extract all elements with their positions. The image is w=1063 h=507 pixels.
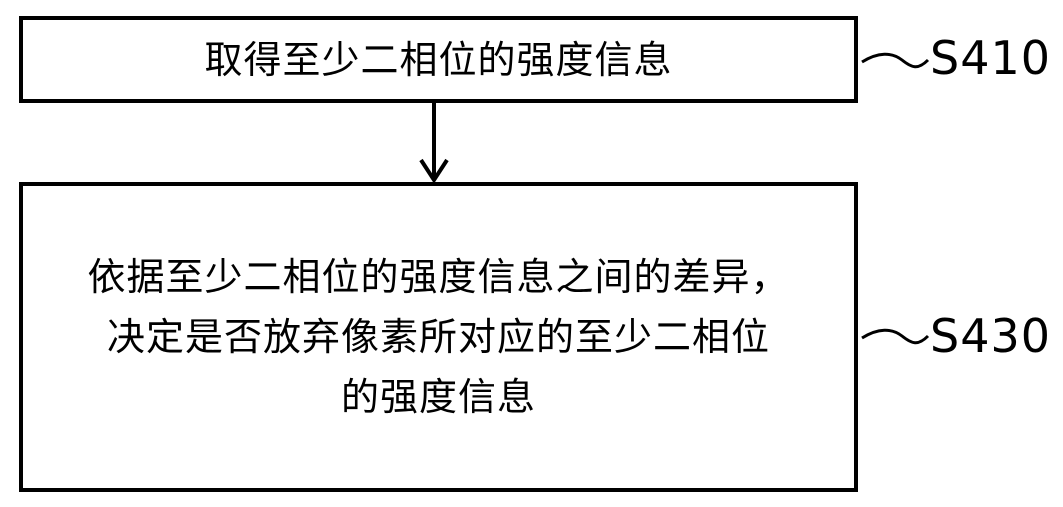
step-text-line: 的强度信息 bbox=[340, 375, 536, 419]
step-text-line: 决定是否放弃像素所对应的至少二相位 bbox=[106, 315, 770, 359]
step-label-s430: S430 bbox=[930, 309, 1051, 363]
step-box-s410: 取得至少二相位的强度信息 bbox=[19, 16, 858, 103]
flow-arrow bbox=[419, 103, 449, 184]
step-text-s430: 依据至少二相位的强度信息之间的差异， 决定是否放弃像素所对应的至少二相位 的强度… bbox=[87, 247, 789, 427]
step-label-s410: S410 bbox=[930, 31, 1051, 85]
step-text-line: 取得至少二相位的强度信息 bbox=[204, 37, 673, 82]
step-text-s410: 取得至少二相位的强度信息 bbox=[204, 30, 672, 90]
leader-line-s430 bbox=[861, 328, 930, 345]
leader-line-s410 bbox=[861, 52, 930, 69]
step-text-line: 依据至少二相位的强度信息之间的差异， bbox=[87, 255, 790, 299]
step-box-s430: 依据至少二相位的强度信息之间的差异， 决定是否放弃像素所对应的至少二相位 的强度… bbox=[19, 182, 858, 492]
